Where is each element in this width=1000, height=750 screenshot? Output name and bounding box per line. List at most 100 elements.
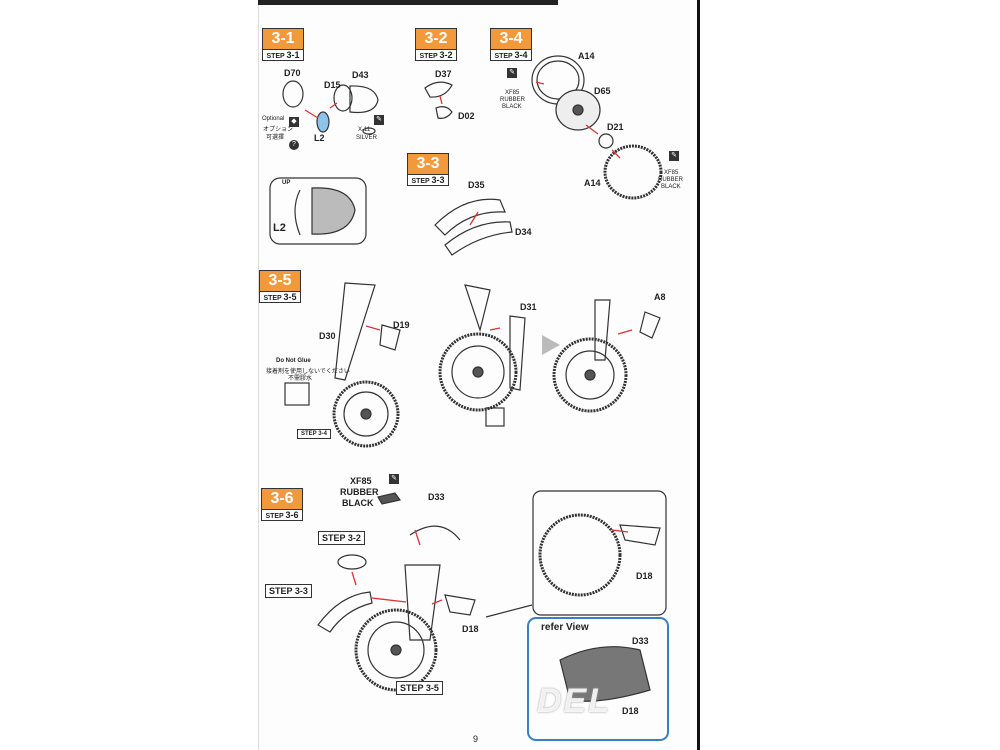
step-label: STEP 3-6: [261, 509, 303, 521]
question-icon: ?: [289, 140, 299, 150]
front-wheel-a: [332, 380, 400, 448]
no-glue-icon: [284, 382, 310, 406]
step-label: STEP 3-4: [490, 49, 532, 61]
front-wheel-c: [552, 337, 628, 413]
paint-code: XF85: [505, 90, 520, 96]
step-label: STEP 3-1: [262, 49, 304, 61]
part-d15-ring: [333, 84, 353, 112]
step-reference: STEP 3-3: [265, 584, 312, 598]
part-label: D18: [462, 624, 479, 634]
part-label: A14: [578, 51, 595, 61]
detail-lens: [294, 189, 301, 236]
part-label: D15: [324, 80, 341, 90]
grip: [377, 492, 402, 505]
part-label: D35: [468, 180, 485, 190]
part-label: D70: [284, 68, 301, 78]
part-d70-lens-ring: [282, 80, 304, 108]
detail-box-refer-view: [527, 617, 669, 741]
scan-edge: [697, 0, 700, 750]
step-label: STEP 3-2: [415, 49, 457, 61]
part-label: D65: [594, 86, 611, 96]
part-silver-bulb: [362, 127, 376, 135]
detail-box-d18: [532, 490, 667, 616]
part-label: A8: [654, 292, 666, 302]
part-d30-fork: [334, 282, 376, 381]
part-d18-a: [444, 594, 476, 616]
step-reference: STEP 3-2: [318, 531, 365, 545]
refer-view-title: refer View: [541, 622, 589, 633]
paint-name: RUBBER: [340, 487, 379, 497]
step-number: 3-6: [261, 488, 303, 509]
part-label: L2: [273, 222, 286, 234]
do-not-glue-note: Do Not Glue: [276, 358, 311, 364]
paint-icon: ✎: [389, 474, 399, 484]
paint-name: SILVER: [356, 135, 377, 141]
part-label: L2: [314, 133, 325, 143]
optional-part-icon: ◆: [289, 117, 299, 127]
optional-note-jp: オプション: [263, 127, 294, 133]
optional-note-cn: 可選擇: [266, 135, 285, 141]
detail-box-l2: [269, 177, 367, 245]
paint-icon: ✎: [374, 115, 384, 125]
step-reference: STEP 3-5: [396, 681, 443, 695]
no-glue-icon-b: [485, 407, 505, 427]
part-label: A14: [584, 178, 601, 188]
step-number: 3-2: [415, 28, 457, 49]
paint-code: X-11: [358, 127, 371, 133]
step-number: 3-5: [259, 270, 301, 291]
part-a8-spring: [639, 311, 661, 339]
headlight-cover: [337, 554, 367, 570]
page-top-edge: [258, 0, 558, 5]
part-label: D21: [607, 122, 624, 132]
up-label: UP: [282, 180, 291, 186]
part-label: D43: [352, 70, 369, 80]
part-d21-spokes: [598, 133, 614, 149]
step-reference: STEP 3-4: [297, 429, 331, 439]
callout-line: [485, 604, 533, 618]
part-label: D34: [515, 227, 532, 237]
part-label: D33: [428, 492, 445, 502]
front-wheel-final: [354, 608, 438, 692]
step-number: 3-3: [407, 153, 449, 174]
part-label: D37: [435, 69, 452, 79]
part-d02: [435, 106, 453, 119]
step-badge-3-6: 3-6 STEP 3-6: [261, 488, 303, 521]
step-badge-3-1: 3-1 STEP 3-1: [262, 28, 304, 61]
part-d19: [379, 324, 401, 351]
part-d33-handlebar: [409, 525, 461, 541]
paint-name: BLACK: [342, 498, 374, 508]
step-badge-3-4: 3-4 STEP 3-4: [490, 28, 532, 61]
fork-c: [594, 299, 611, 361]
step-number: 3-1: [262, 28, 304, 49]
do-not-glue-note-cn: 不需膠水: [288, 376, 313, 382]
paint-icon: ✎: [669, 151, 679, 161]
part-d35-fender: [434, 198, 506, 236]
step-label: STEP 3-3: [407, 174, 449, 186]
part-d31: [509, 315, 526, 391]
part-label: D33: [632, 636, 649, 646]
detail-shell: [311, 187, 356, 235]
fender-a: [317, 591, 373, 633]
part-d37: [424, 81, 453, 98]
step-badge-3-2: 3-2 STEP 3-2: [415, 28, 457, 61]
part-d34-fender: [444, 221, 513, 256]
optional-note: Optional: [262, 116, 285, 122]
part-label: D18: [636, 571, 653, 581]
paint-code: XF85: [664, 170, 679, 176]
part-l2-lens: [316, 111, 330, 133]
part-label: D02: [458, 111, 475, 121]
part-label: D18: [622, 706, 639, 716]
paint-name: RUBBER: [500, 97, 526, 103]
step-label: STEP 3-5: [259, 291, 301, 303]
page-number: 9: [473, 734, 479, 744]
fork-b: [464, 284, 491, 333]
paint-name: RUBBER: [658, 177, 684, 183]
watermark-text: DEL: [537, 682, 611, 720]
paint-name: BLACK: [502, 104, 522, 110]
step-number: 3-4: [490, 28, 532, 49]
step-badge-3-3: 3-3 STEP 3-3: [407, 153, 449, 186]
do-not-glue-note-jp: 接着剤を使用しないでください: [266, 369, 350, 375]
step-badge-3-5: 3-5 STEP 3-5: [259, 270, 301, 303]
part-d43-shell: [349, 85, 379, 114]
